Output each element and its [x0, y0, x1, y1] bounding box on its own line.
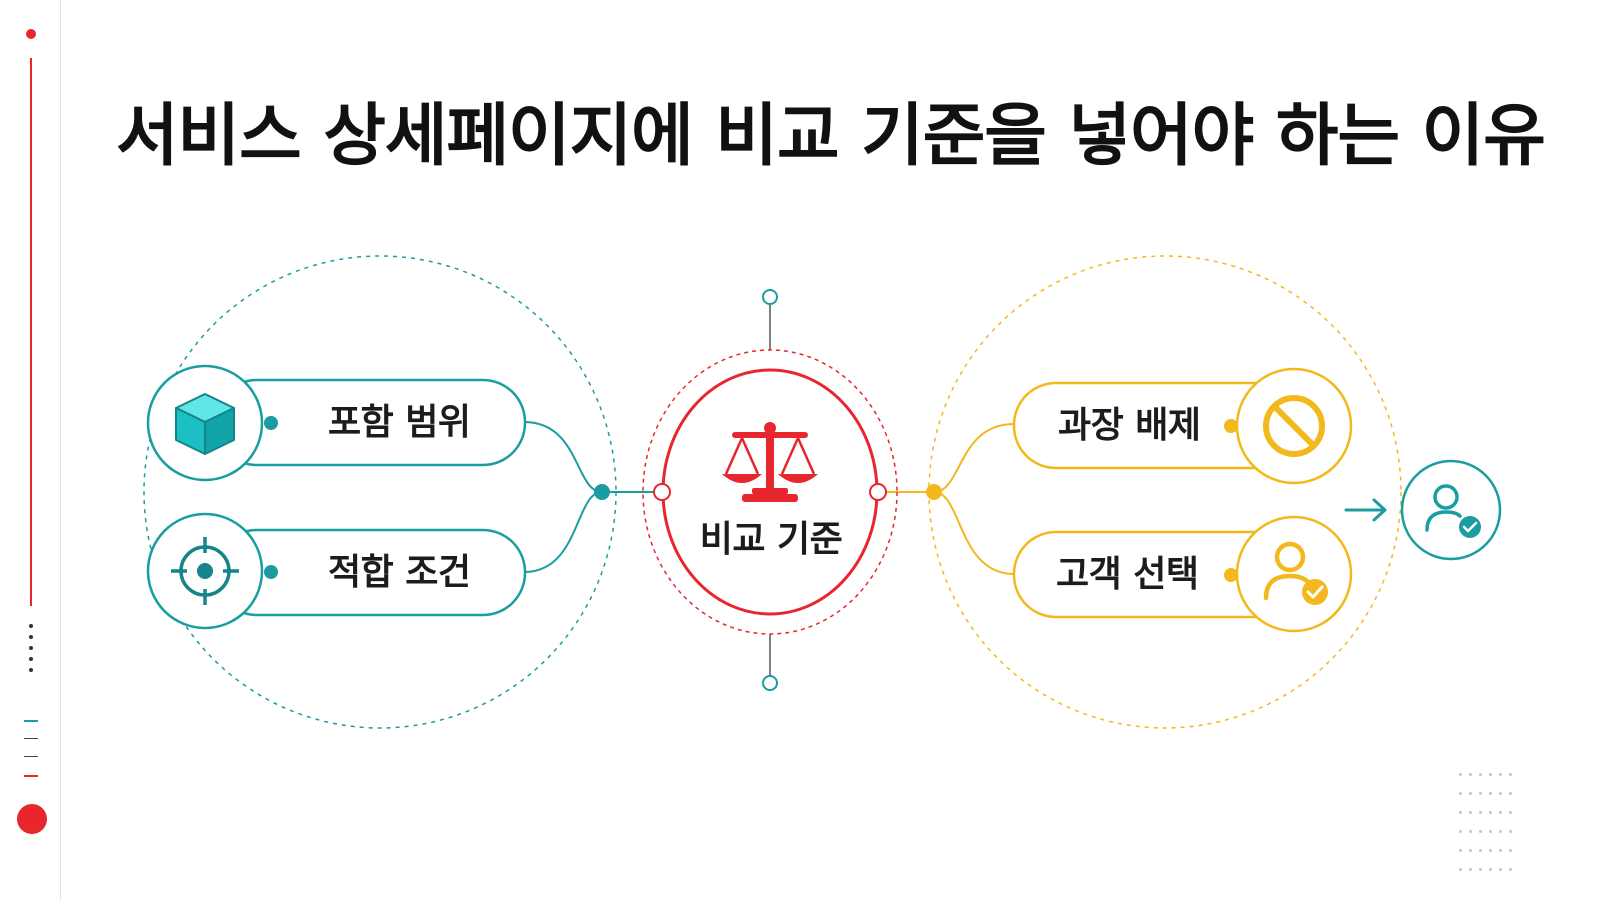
page-title: 서비스 상세페이지에 비교 기준을 넣어야 하는 이유 [116, 97, 1546, 176]
left-pill-dot-1 [264, 416, 278, 430]
arrow-right-icon [1344, 498, 1387, 522]
cube-icon [175, 393, 235, 455]
left-pill-dot-2 [264, 565, 278, 579]
result-circle [1400, 459, 1502, 561]
user-check-icon [1263, 541, 1328, 605]
right-junction-dot [926, 484, 942, 500]
center-hub-left-node [653, 483, 671, 501]
right-connector-bottom [933, 491, 1015, 575]
rail-dots [29, 624, 33, 679]
left-connector-bottom [523, 491, 603, 573]
center-stem-top-node [762, 289, 778, 305]
prohibited-icon [1263, 395, 1325, 457]
result-user-check-icon [1425, 484, 1481, 538]
right-item-label-2: 고객 선택 [1056, 554, 1199, 595]
rail-top-dot [26, 29, 36, 39]
center-hub-right-node [869, 483, 887, 501]
rail-tick-red [24, 775, 38, 777]
left-rail-divider [60, 0, 61, 900]
left-item-label-2: 적합 조건 [328, 552, 471, 593]
center-label: 비교 기준 [699, 519, 843, 560]
right-dashed-circle [928, 255, 1402, 729]
right-pill-dot-1 [1224, 419, 1238, 433]
left-junction-dot [594, 484, 610, 500]
center-stem-bottom-node [762, 675, 778, 691]
right-connector-top [933, 423, 1015, 493]
right-pill-dot-2 [1224, 568, 1238, 582]
left-item-label-1: 포함 범위 [328, 402, 471, 443]
decorative-dot-grid [1459, 770, 1529, 884]
scale-icon [722, 422, 818, 502]
rail-tick-gray-1 [24, 738, 38, 739]
rail-bottom-dot [17, 804, 47, 834]
left-dashed-circle [143, 255, 617, 729]
target-icon [171, 537, 239, 605]
center-dashed-ring [642, 349, 898, 635]
rail-tick-teal [24, 720, 38, 722]
right-item-label-1: 과장 배제 [1058, 405, 1201, 446]
rail-tick-gray-2 [24, 756, 38, 757]
left-connector-top [523, 421, 603, 493]
rail-progress-bar [30, 58, 32, 606]
